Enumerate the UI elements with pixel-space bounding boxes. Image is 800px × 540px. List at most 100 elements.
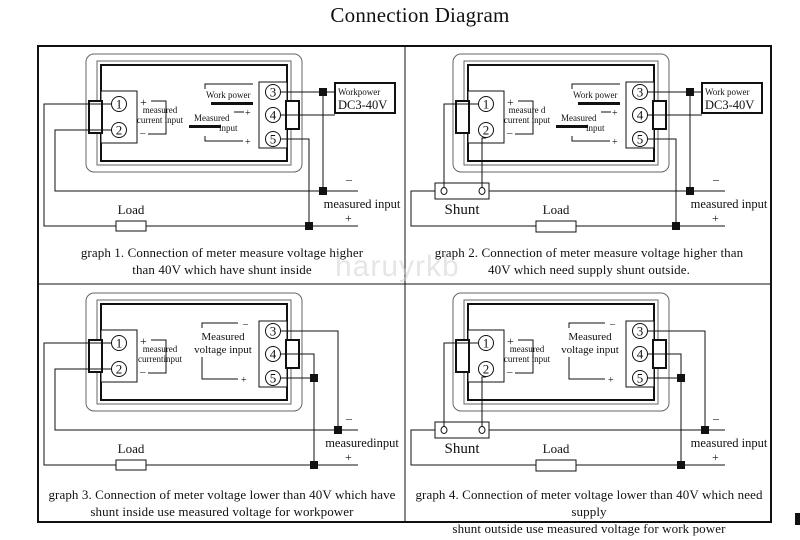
measured-voltage-label: Measured — [201, 331, 245, 343]
wire-terminal-1 — [43, 342, 116, 466]
terminal-3-label: 3 — [637, 324, 644, 339]
terminal-5-circle — [265, 131, 281, 147]
shunt-terminal — [440, 187, 448, 195]
load-resistor — [115, 220, 147, 232]
wire-shunt-loop — [410, 429, 536, 466]
terminal-1-label: 1 — [483, 336, 490, 351]
current-input-bracket — [148, 100, 167, 135]
rail-minus-sign: – — [345, 411, 353, 425]
caption-graph-1: graph 1. Connection of meter measure vol… — [40, 244, 404, 278]
measured-input-rail-label: measured input — [691, 436, 768, 450]
shunt-terminal — [478, 426, 486, 434]
load-resistor — [535, 220, 577, 233]
measured-input-label: Measured — [561, 113, 597, 123]
left-connector — [88, 339, 103, 373]
terminal-3-circle — [632, 323, 648, 339]
terminal-3-circle — [265, 84, 281, 100]
terminal-4-label: 4 — [270, 108, 277, 123]
terminal-1-label: 1 — [116, 336, 123, 351]
left-connector — [455, 339, 470, 373]
measured-input-rail-label: measured input — [691, 197, 768, 211]
wire-terminal-1 — [443, 103, 478, 188]
shunt-terminal — [478, 187, 486, 195]
terminal-5-circle — [265, 370, 281, 386]
minus-sign: – — [506, 127, 513, 139]
measured-input-rail-label: measured input — [324, 197, 401, 211]
terminal-2-label: 2 — [116, 123, 123, 138]
rail-plus-sign: + — [345, 450, 352, 464]
left-connector — [455, 100, 470, 134]
rail-plus-sign: + — [712, 450, 719, 464]
terminal-4-label: 4 — [637, 347, 644, 362]
workpower-bracket — [204, 83, 253, 89]
terminal-1-circle — [478, 335, 494, 351]
terminal-3-label: 3 — [637, 85, 644, 100]
rail-minus-sign: – — [345, 172, 353, 186]
plus-sign: + — [140, 95, 147, 109]
load-resistor — [115, 459, 147, 471]
minus-sign: – — [506, 366, 513, 378]
load-resistor — [535, 459, 577, 472]
terminal-1-circle — [111, 96, 127, 112]
shunt-terminal — [440, 426, 448, 434]
current-input-label: measured — [143, 105, 178, 115]
measured-bracket-bottom — [201, 357, 238, 380]
measured-bracket — [204, 136, 243, 142]
terminal-2-circle — [111, 361, 127, 377]
current-input-label: measure d — [509, 105, 546, 115]
load-label: Load — [543, 202, 570, 217]
terminal-3-label: 3 — [270, 324, 277, 339]
measured-bracket-bottom — [568, 357, 605, 380]
measured-voltage-label: Measured — [568, 331, 612, 343]
meter-housing — [85, 292, 303, 412]
terminal-3-label: 3 — [270, 85, 277, 100]
caption-line: 40V which need supply shunt outside. — [488, 262, 690, 277]
terminal-1-circle — [478, 96, 494, 112]
wire-terminal-2 — [54, 129, 358, 192]
workpower-supply-voltage: DC3-40V — [705, 98, 754, 112]
workpower-supply-label: Workpower — [338, 87, 380, 97]
current-input-label: measured — [143, 344, 178, 354]
terminal-4-label: 4 — [270, 347, 277, 362]
terminal-5-label: 5 — [270, 371, 277, 386]
terminal-2-label: 2 — [483, 362, 490, 377]
measured-input-rail-label: measuredinput — [325, 436, 399, 450]
rail-minus-sign: – — [712, 411, 720, 425]
meter-housing — [85, 53, 303, 173]
caption-line: shunt inside use measured voltage for wo… — [90, 504, 354, 519]
terminal-3-circle — [632, 84, 648, 100]
current-input-bracket — [148, 339, 167, 374]
wire-terminal-2 — [54, 368, 358, 431]
minus-sign: – — [139, 366, 146, 378]
minus-sign: – — [242, 319, 249, 330]
plus-sign: + — [608, 375, 614, 386]
minus-sign: – — [609, 319, 616, 330]
panel-graph-3: 12+–measuredcurrentinput345–Measuredvolt… — [43, 292, 399, 471]
terminal-1-label: 1 — [116, 97, 123, 112]
workpower-label: Work power — [573, 90, 618, 100]
measured-voltage-label: voltage input — [561, 344, 619, 356]
terminal-5-label: 5 — [637, 371, 644, 386]
load-label: Load — [543, 441, 570, 456]
wire-terminal-3 — [281, 330, 339, 430]
plus-sign: + — [612, 137, 618, 148]
workpower-bar — [578, 102, 620, 105]
meter-housing — [452, 292, 670, 412]
workpower-supply-label: Work power — [705, 87, 750, 97]
terminal-4-circle — [632, 107, 648, 123]
plus-sign: + — [507, 95, 514, 109]
plus-sign: + — [140, 334, 147, 348]
terminal-1-label: 1 — [483, 97, 490, 112]
wire-terminal-5 — [281, 138, 310, 226]
terminal-5-circle — [632, 370, 648, 386]
wire-terminal-3 — [648, 330, 706, 430]
minus-sign: – — [139, 127, 146, 139]
plus-sign: + — [507, 334, 514, 348]
workpower-supply-box — [334, 82, 396, 114]
caption-graph-2: graph 2. Connection of meter measure vol… — [408, 244, 770, 278]
workpower-supply-box — [701, 82, 763, 114]
shunt-label: Shunt — [444, 441, 480, 457]
